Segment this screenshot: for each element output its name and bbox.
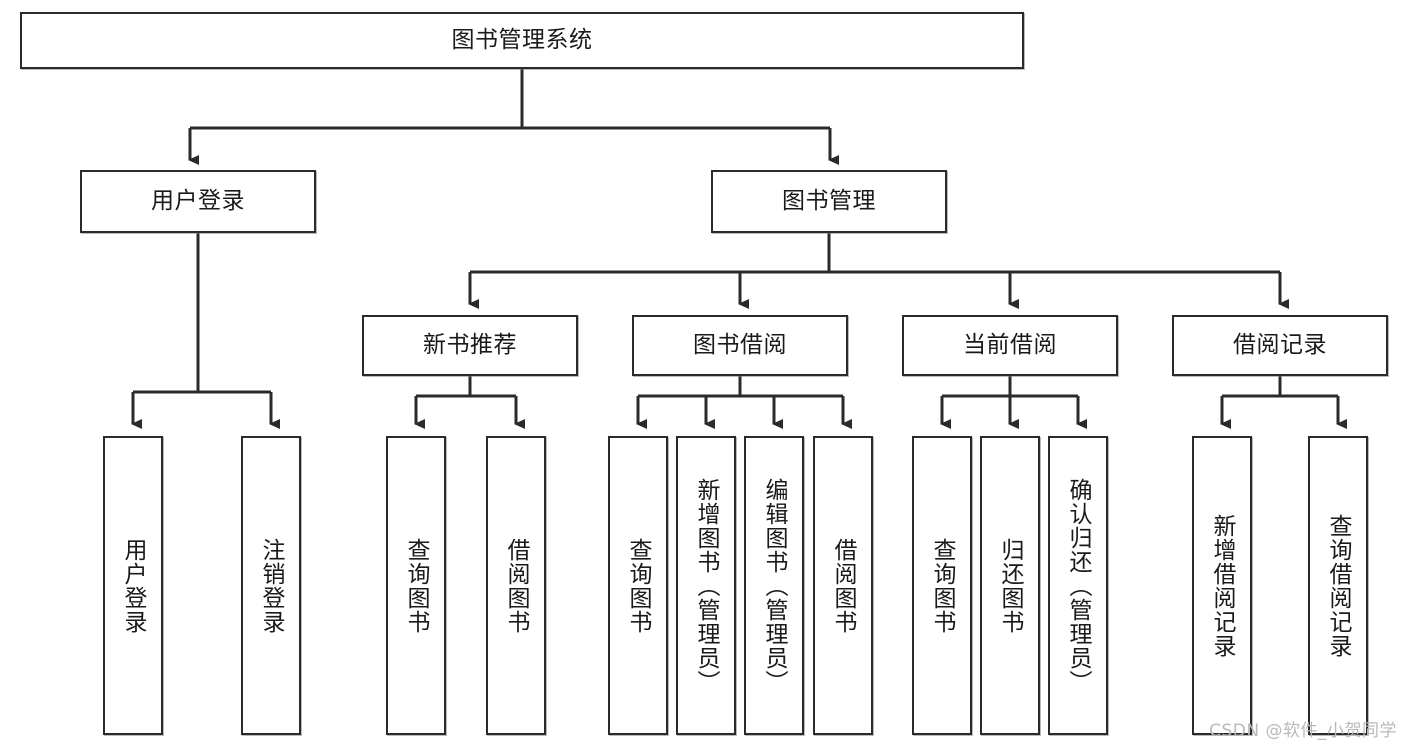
node-label: 图书管理: [782, 187, 876, 214]
node-leaf-logout[interactable]: 注销登录: [241, 436, 301, 735]
node-book-borrow[interactable]: 图书借阅: [632, 315, 848, 376]
node-label: 归还图书: [997, 537, 1024, 634]
node-leaf-user-login[interactable]: 用户登录: [103, 436, 163, 735]
node-label: 借阅记录: [1233, 331, 1327, 358]
node-leaf-borrow-book-recommend[interactable]: 借阅图书: [486, 436, 546, 735]
node-label: 编辑图书（管理员）: [761, 477, 788, 694]
node-label: 确认归还（管理员）: [1065, 477, 1092, 694]
node-label: 注销登录: [258, 537, 285, 634]
node-label: 用户登录: [151, 187, 245, 214]
node-leaf-query-book-recommend[interactable]: 查询图书: [386, 436, 446, 735]
node-label: 用户登录: [120, 537, 147, 634]
node-new-book-recommend[interactable]: 新书推荐: [362, 315, 578, 376]
node-label: 新书推荐: [423, 331, 517, 358]
node-leaf-return-book[interactable]: 归还图书: [980, 436, 1040, 735]
node-leaf-add-borrow-record[interactable]: 新增借阅记录: [1192, 436, 1252, 735]
node-label: 图书借阅: [693, 331, 787, 358]
node-book-management[interactable]: 图书管理: [711, 170, 947, 233]
node-label: 查询图书: [403, 537, 430, 634]
node-label: 新增借阅记录: [1209, 513, 1236, 658]
node-leaf-query-book-borrow[interactable]: 查询图书: [608, 436, 668, 735]
node-current-borrow[interactable]: 当前借阅: [902, 315, 1118, 376]
node-borrow-record[interactable]: 借阅记录: [1172, 315, 1388, 376]
node-leaf-confirm-return-admin[interactable]: 确认归还（管理员）: [1048, 436, 1108, 735]
watermark-text: CSDN @软件_小贺同学: [1209, 721, 1397, 741]
node-root-book-management-system[interactable]: 图书管理系统: [20, 12, 1024, 69]
node-user-login[interactable]: 用户登录: [80, 170, 316, 233]
node-leaf-edit-book-admin[interactable]: 编辑图书（管理员）: [744, 436, 804, 735]
node-label: 借阅图书: [503, 537, 530, 634]
node-label: 图书管理系统: [451, 26, 593, 53]
node-label: 查询借阅记录: [1325, 513, 1352, 658]
node-leaf-add-book-admin[interactable]: 新增图书（管理员）: [676, 436, 736, 735]
node-label: 查询图书: [929, 537, 956, 634]
node-label: 查询图书: [625, 537, 652, 634]
node-label: 当前借阅: [963, 331, 1057, 358]
node-label: 借阅图书: [830, 537, 857, 634]
node-leaf-query-book-current[interactable]: 查询图书: [912, 436, 972, 735]
node-leaf-borrow-book[interactable]: 借阅图书: [813, 436, 873, 735]
node-leaf-query-borrow-record[interactable]: 查询借阅记录: [1308, 436, 1368, 735]
node-label: 新增图书（管理员）: [693, 477, 720, 694]
